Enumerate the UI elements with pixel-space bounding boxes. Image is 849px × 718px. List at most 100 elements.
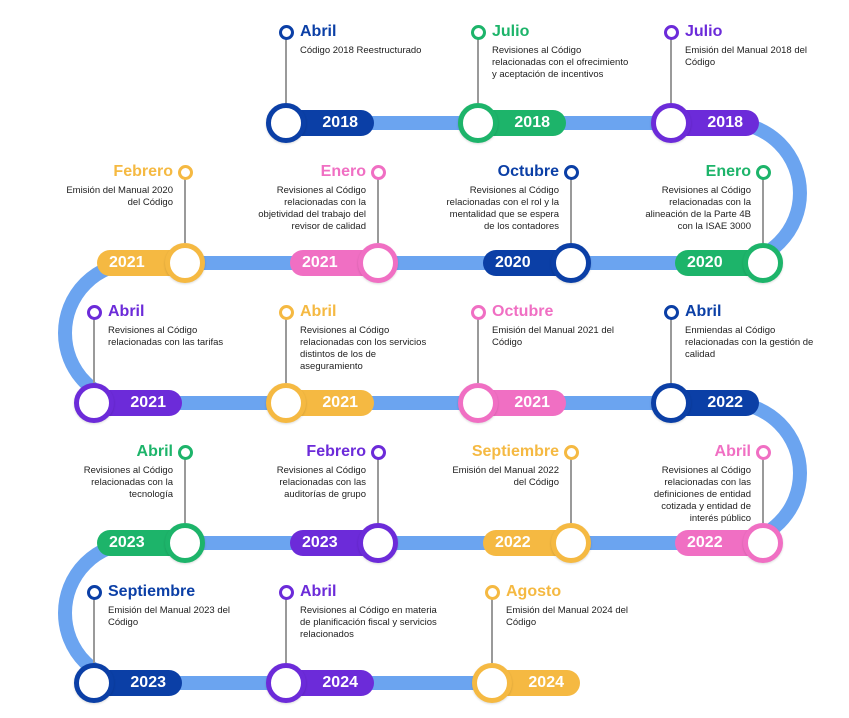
- event-month: Enero: [705, 163, 751, 180]
- event-month: Septiembre: [471, 443, 559, 460]
- event-month: Abril: [300, 303, 337, 320]
- event-month: Septiembre: [108, 583, 196, 600]
- event-month: Febrero: [113, 163, 173, 180]
- event-node: [743, 243, 783, 283]
- year-label: 2018: [514, 114, 550, 131]
- event-node: [165, 243, 205, 283]
- event-description: Emisión del Manual 2022 del Código: [452, 465, 559, 488]
- event-description: Revisiones al Código relacionadas con el…: [446, 185, 559, 232]
- event-month: Octubre: [492, 303, 554, 320]
- event-node: [458, 383, 498, 423]
- pin-marker-icon: [279, 305, 294, 320]
- event-description: Revisiones al Código relacionadas con lo…: [300, 325, 427, 372]
- year-label: 2023: [130, 674, 166, 691]
- event-description: Revisiones al Código en materia de plani…: [300, 605, 437, 640]
- year-label: 2022: [495, 534, 531, 551]
- event-node: [358, 243, 398, 283]
- pin-stem: [285, 317, 287, 383]
- event-node: [266, 103, 306, 143]
- pin-stem: [285, 597, 287, 663]
- event-month: Julio: [492, 23, 530, 40]
- event-node: [458, 103, 498, 143]
- pin-marker-icon: [485, 585, 500, 600]
- year-label: 2021: [130, 394, 166, 411]
- year-label: 2021: [514, 394, 550, 411]
- event-month: Abril: [136, 443, 173, 460]
- year-label: 2024: [528, 674, 564, 691]
- pin-stem: [491, 597, 493, 663]
- event-month: Octubre: [497, 163, 559, 180]
- year-label: 2021: [302, 254, 338, 271]
- pin-marker-icon: [371, 445, 386, 460]
- pin-stem: [377, 177, 379, 243]
- pin-stem: [570, 177, 572, 243]
- year-label: 2024: [322, 674, 358, 691]
- event-node: [266, 383, 306, 423]
- year-label: 2021: [322, 394, 358, 411]
- event-node: [743, 523, 783, 563]
- pin-marker-icon: [471, 25, 486, 40]
- event-node: [551, 523, 591, 563]
- event-node: [358, 523, 398, 563]
- pin-marker-icon: [664, 305, 679, 320]
- pin-marker-icon: [564, 165, 579, 180]
- event-month: Abril: [685, 303, 722, 320]
- event-node: [266, 663, 306, 703]
- pin-stem: [762, 457, 764, 523]
- event-month: Abril: [300, 583, 337, 600]
- year-label: 2023: [302, 534, 338, 551]
- event-description: Revisiones al Código relacionadas con la…: [108, 325, 224, 348]
- year-label: 2020: [495, 254, 531, 271]
- pin-marker-icon: [756, 445, 771, 460]
- pin-marker-icon: [178, 445, 193, 460]
- year-label: 2022: [687, 534, 723, 551]
- pin-stem: [477, 37, 479, 103]
- pin-marker-icon: [664, 25, 679, 40]
- pin-marker-icon: [756, 165, 771, 180]
- year-label: 2021: [109, 254, 145, 271]
- pin-stem: [285, 37, 287, 103]
- pin-stem: [377, 457, 379, 523]
- event-month: Febrero: [306, 443, 366, 460]
- year-label: 2018: [707, 114, 743, 131]
- event-description: Emisión del Manual 2018 del Código: [685, 45, 807, 68]
- pin-stem: [93, 597, 95, 663]
- event-node: [651, 103, 691, 143]
- pin-stem: [184, 457, 186, 523]
- pin-marker-icon: [279, 585, 294, 600]
- event-node: [651, 383, 691, 423]
- event-description: Revisiones al Código relacionadas con la…: [653, 465, 751, 524]
- pin-stem: [477, 317, 479, 383]
- event-node: [551, 243, 591, 283]
- event-node: [74, 663, 114, 703]
- event-description: Emisión del Manual 2023 del Código: [108, 605, 230, 628]
- event-description: Revisiones al Código relacionadas con el…: [492, 45, 629, 80]
- event-description: Revisiones al Código relacionadas con la…: [83, 465, 173, 500]
- pin-marker-icon: [564, 445, 579, 460]
- event-month: Abril: [300, 23, 337, 40]
- pin-stem: [670, 317, 672, 383]
- event-month: Agosto: [506, 583, 562, 600]
- pin-marker-icon: [87, 585, 102, 600]
- event-description: Revisiones al Código relacionadas con la…: [276, 465, 366, 500]
- event-node: [165, 523, 205, 563]
- event-month: Abril: [108, 303, 145, 320]
- year-label: 2022: [707, 394, 743, 411]
- pin-marker-icon: [471, 305, 486, 320]
